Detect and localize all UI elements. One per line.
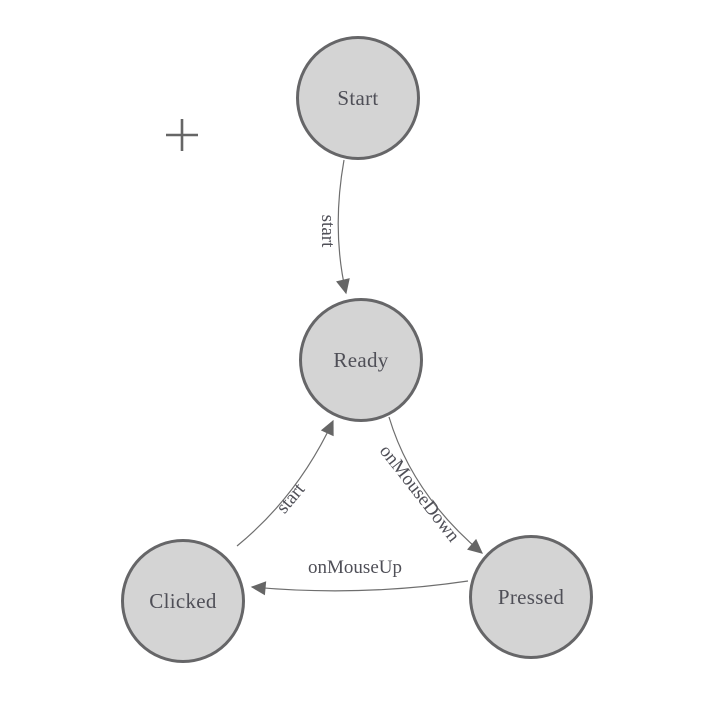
state-node-label: Pressed <box>497 584 565 609</box>
state-node-label: Clicked <box>149 588 217 613</box>
state-node-ready[interactable]: Ready <box>299 298 423 422</box>
edge-ready-to-pressed <box>388 416 483 554</box>
edge-pressed-to-clicked <box>250 580 469 596</box>
edge-label-clicked-to-ready: start <box>272 479 310 518</box>
state-node-clicked[interactable]: Clicked <box>121 539 245 663</box>
state-node-start[interactable]: Start <box>296 36 420 160</box>
edge-label-start-to-ready: start <box>317 215 338 248</box>
state-node-label: Start <box>337 85 379 110</box>
state-node-pressed[interactable]: Pressed <box>469 535 593 659</box>
edge-clicked-to-ready <box>236 419 334 547</box>
state-node-label: Ready <box>333 347 389 372</box>
edge-label-pressed-to-clicked: onMouseUp <box>308 557 402 578</box>
edge-start-to-ready <box>336 159 350 295</box>
crosshair-cursor-icon <box>166 119 198 151</box>
edge-label-ready-to-pressed: onMouseDown <box>375 441 464 547</box>
